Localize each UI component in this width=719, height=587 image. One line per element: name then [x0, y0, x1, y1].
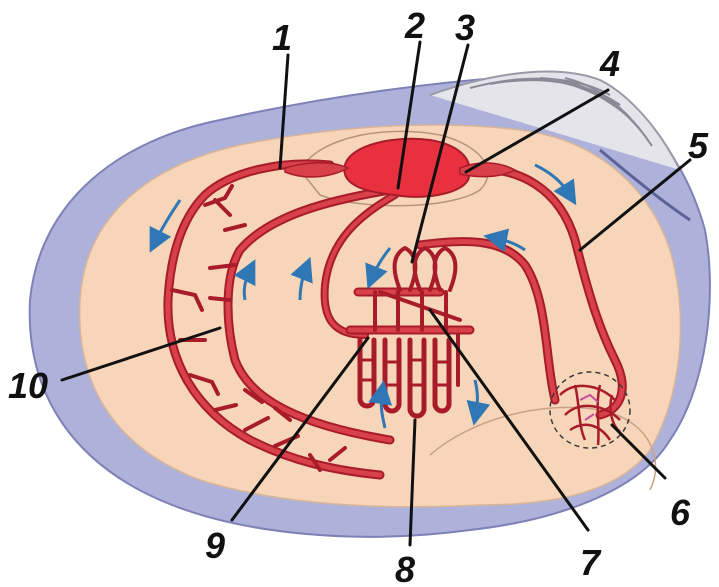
- label-7: 7: [580, 542, 602, 583]
- label-8: 8: [395, 549, 415, 587]
- label-5: 5: [688, 125, 709, 166]
- label-9: 9: [205, 525, 225, 566]
- label-6: 6: [670, 492, 691, 533]
- label-2: 2: [404, 5, 425, 46]
- label-3: 3: [455, 7, 475, 48]
- label-1: 1: [272, 17, 292, 58]
- label-4: 4: [599, 43, 620, 84]
- label-10: 10: [8, 365, 48, 406]
